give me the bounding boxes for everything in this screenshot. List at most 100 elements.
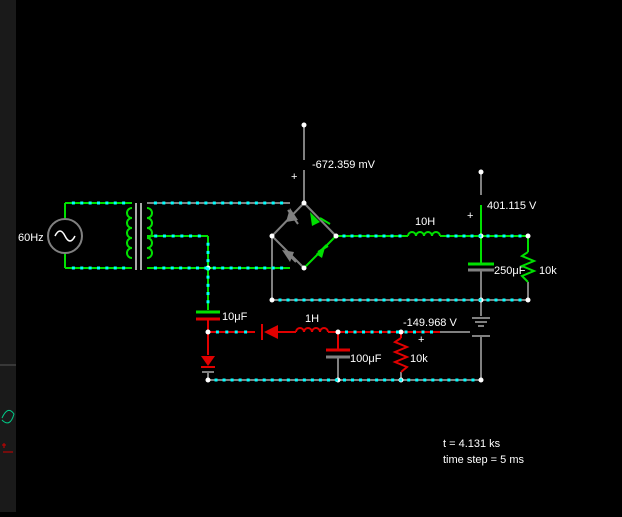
current-dot bbox=[189, 234, 193, 238]
current-dot bbox=[398, 298, 402, 302]
current-dot bbox=[318, 298, 322, 302]
ground-main bbox=[472, 300, 490, 380]
current-dot bbox=[162, 266, 166, 270]
resistor-10k-main[interactable] bbox=[519, 251, 537, 283]
node-dot bbox=[301, 265, 307, 271]
current-dot bbox=[180, 234, 184, 238]
current-dot bbox=[212, 266, 216, 270]
current-dot bbox=[486, 234, 490, 238]
current-dot bbox=[318, 378, 322, 382]
current-dot bbox=[206, 242, 210, 246]
current-dot bbox=[494, 234, 498, 238]
current-dot bbox=[455, 378, 459, 382]
current-dot bbox=[399, 378, 403, 382]
current-dot bbox=[278, 378, 282, 382]
current-dot bbox=[263, 201, 267, 205]
current-dot bbox=[80, 201, 84, 205]
current-dot bbox=[88, 201, 92, 205]
current-dot bbox=[478, 298, 482, 302]
current-dot bbox=[342, 298, 346, 302]
current-dot bbox=[230, 378, 234, 382]
current-dot bbox=[246, 201, 250, 205]
inductor-10h[interactable] bbox=[407, 231, 441, 237]
current-dot bbox=[379, 330, 382, 334]
node-dot bbox=[269, 297, 275, 303]
current-dot bbox=[238, 201, 242, 205]
current-dot bbox=[326, 378, 330, 382]
current-dot bbox=[162, 201, 166, 205]
current-dot bbox=[345, 330, 348, 334]
current-dot bbox=[351, 378, 355, 382]
transformer[interactable] bbox=[126, 203, 153, 270]
node-dot bbox=[335, 329, 341, 335]
ac-source[interactable] bbox=[47, 203, 83, 268]
current-dot bbox=[486, 298, 490, 302]
capacitor-250uf[interactable] bbox=[468, 236, 494, 300]
current-dot bbox=[187, 266, 191, 270]
output-probe-plus: + bbox=[467, 210, 473, 222]
current-dot bbox=[382, 234, 386, 238]
node-dot bbox=[301, 200, 307, 206]
current-dot bbox=[238, 378, 242, 382]
current-dot bbox=[294, 298, 298, 302]
current-dot bbox=[396, 330, 399, 334]
current-dot bbox=[430, 298, 434, 302]
diode-ground[interactable] bbox=[201, 356, 215, 373]
current-dot bbox=[221, 266, 225, 270]
current-dot bbox=[374, 298, 378, 302]
node-dot bbox=[525, 233, 531, 239]
current-dot bbox=[470, 298, 474, 302]
current-dot bbox=[215, 330, 219, 334]
current-dot bbox=[463, 378, 467, 382]
current-dot bbox=[225, 330, 229, 334]
current-dot bbox=[246, 266, 250, 270]
current-dot bbox=[153, 266, 157, 270]
current-dot bbox=[206, 267, 210, 271]
current-dot bbox=[302, 378, 306, 382]
current-dot bbox=[302, 298, 306, 302]
current-dot bbox=[286, 378, 290, 382]
current-dot bbox=[358, 298, 362, 302]
current-dot bbox=[244, 330, 248, 334]
current-dot bbox=[407, 378, 411, 382]
current-dot bbox=[254, 266, 258, 270]
current-dot bbox=[510, 234, 514, 238]
current-dot bbox=[271, 201, 275, 205]
current-dot bbox=[390, 298, 394, 302]
current-dot bbox=[350, 234, 354, 238]
current-dot bbox=[406, 298, 410, 302]
current-dot bbox=[262, 378, 266, 382]
current-dot bbox=[404, 330, 408, 334]
current-dot bbox=[387, 330, 391, 334]
resistor-10k-neg[interactable] bbox=[392, 337, 410, 373]
current-dot bbox=[71, 266, 75, 270]
current-dot bbox=[398, 234, 402, 238]
capacitor-10uf[interactable] bbox=[196, 310, 220, 321]
diode-series[interactable] bbox=[261, 324, 278, 340]
current-dot bbox=[171, 234, 175, 238]
node-dot bbox=[205, 377, 211, 383]
res-neg-label: 10k bbox=[410, 353, 428, 365]
current-dot bbox=[374, 234, 378, 238]
current-flow-dots bbox=[71, 201, 522, 382]
current-dot bbox=[375, 378, 379, 382]
bridge-voltage-readout: -672.359 mV bbox=[312, 159, 376, 171]
cap-main-label: 250μF bbox=[494, 265, 526, 277]
bridge-rectifier[interactable] bbox=[271, 202, 337, 300]
current-dot bbox=[270, 378, 274, 382]
cap-neg-label: 10μF bbox=[222, 311, 248, 323]
current-dot bbox=[195, 201, 199, 205]
node-dot bbox=[478, 377, 484, 383]
current-dot bbox=[494, 298, 498, 302]
res-main-label: 10k bbox=[539, 265, 557, 277]
current-dot bbox=[154, 234, 158, 238]
current-dot bbox=[518, 298, 522, 302]
current-dot bbox=[204, 201, 208, 205]
current-dot bbox=[423, 378, 427, 382]
capacitor-100uf[interactable] bbox=[326, 348, 350, 359]
current-dot bbox=[280, 201, 284, 205]
current-dot bbox=[187, 201, 191, 205]
current-dot bbox=[221, 201, 225, 205]
inductor-1h[interactable] bbox=[295, 327, 329, 333]
